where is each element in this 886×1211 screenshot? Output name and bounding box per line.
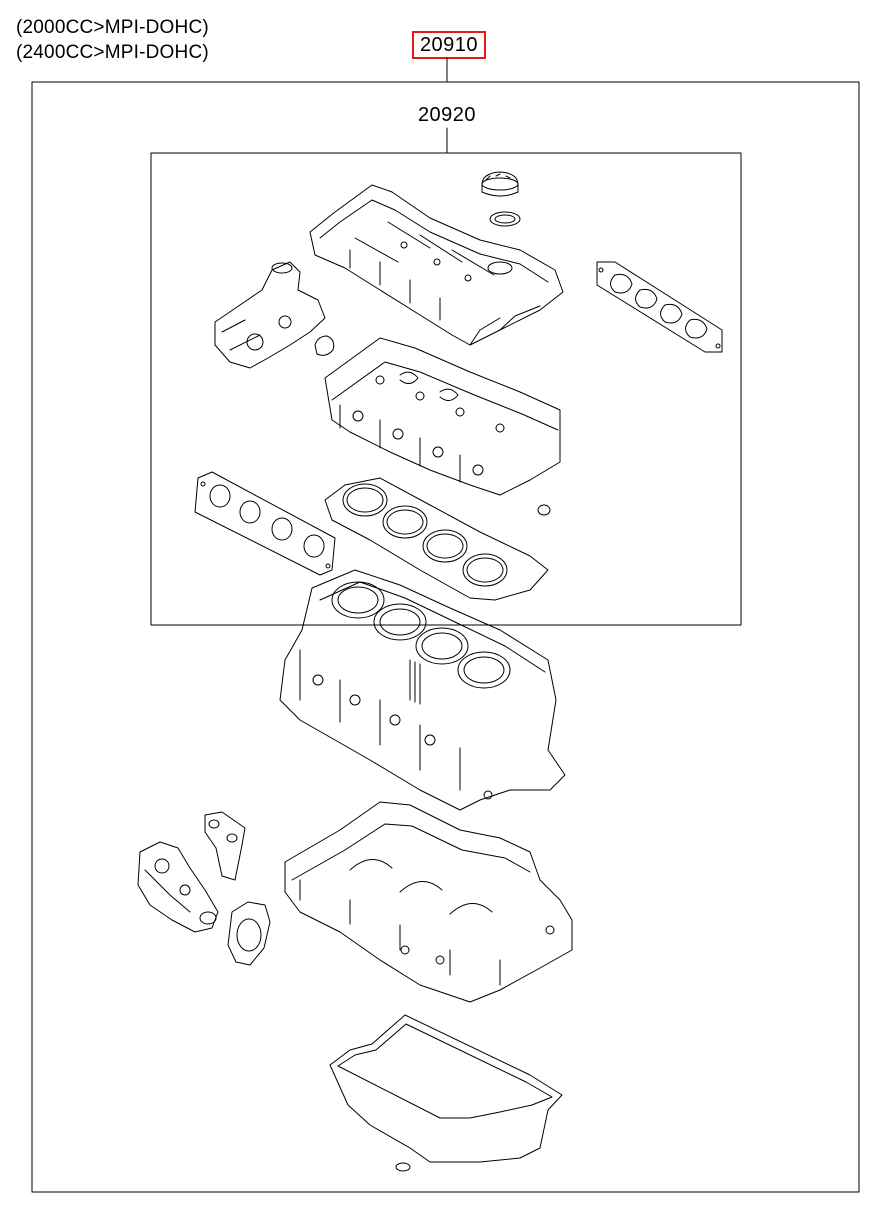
oil-filler-cap-seal[interactable] (489, 211, 521, 227)
lower-crankcase[interactable] (284, 801, 573, 1003)
thermostat-housing[interactable] (214, 261, 335, 369)
outer-kit-frame (31, 81, 860, 1193)
exhaust-manifold-gasket[interactable] (596, 261, 723, 353)
water-pump[interactable] (137, 841, 219, 933)
oil-pan[interactable] (329, 1014, 563, 1172)
water-pump-bracket-gasket[interactable] (204, 811, 246, 881)
engine-variant-note: (2000CC>MPI-DOHC) (16, 17, 209, 38)
cylinder-block[interactable] (279, 569, 566, 811)
engine-variant-note: (2400CC>MPI-DOHC) (16, 42, 209, 63)
part-number-callout[interactable]: 20920 (417, 104, 477, 126)
cylinder-head-cover[interactable] (309, 184, 564, 346)
oil-filler-cap[interactable] (481, 171, 519, 197)
inner-kit-frame (150, 152, 742, 626)
part-number-callout-highlighted[interactable]: 20910 (412, 31, 486, 59)
water-pump-gasket[interactable] (227, 901, 271, 966)
cylinder-head[interactable] (324, 337, 561, 516)
cylinder-head-gasket[interactable] (324, 477, 549, 601)
intake-manifold-gasket[interactable] (194, 471, 336, 576)
